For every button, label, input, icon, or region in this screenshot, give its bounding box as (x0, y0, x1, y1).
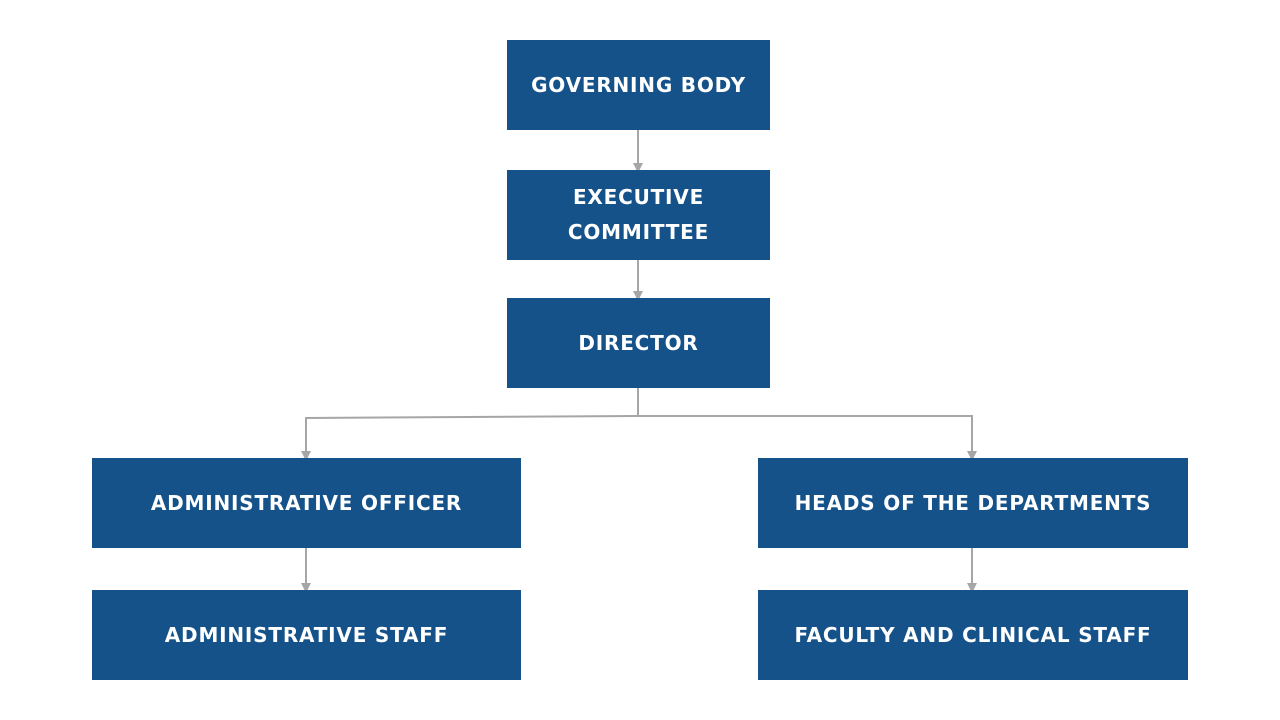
node-label: DIRECTOR (578, 330, 699, 355)
node-administrative-staff: ADMINISTRATIVE STAFF (92, 590, 521, 680)
node-executive-committee: EXECUTIVE COMMITTEE (507, 170, 770, 260)
node-label: HEADS OF THE DEPARTMENTS (794, 490, 1152, 515)
node-director: DIRECTOR (507, 298, 770, 388)
node-faculty-clinical-staff: FACULTY AND CLINICAL STAFF (758, 590, 1188, 680)
node-heads-of-departments: HEADS OF THE DEPARTMENTS (758, 458, 1188, 548)
node-label: FACULTY AND CLINICAL STAFF (794, 622, 1152, 647)
connector-director-to-heads (638, 415, 977, 461)
connector-director-to-admin-officer (301, 388, 639, 461)
node-label: EXECUTIVE COMMITTEE (567, 185, 710, 244)
node-label: ADMINISTRATIVE STAFF (164, 622, 449, 647)
node-administrative-officer: ADMINISTRATIVE OFFICER (92, 458, 521, 548)
node-label: GOVERNING BODY (531, 72, 746, 97)
node-label: ADMINISTRATIVE OFFICER (150, 490, 463, 515)
node-governing-body: GOVERNING BODY (507, 40, 770, 130)
